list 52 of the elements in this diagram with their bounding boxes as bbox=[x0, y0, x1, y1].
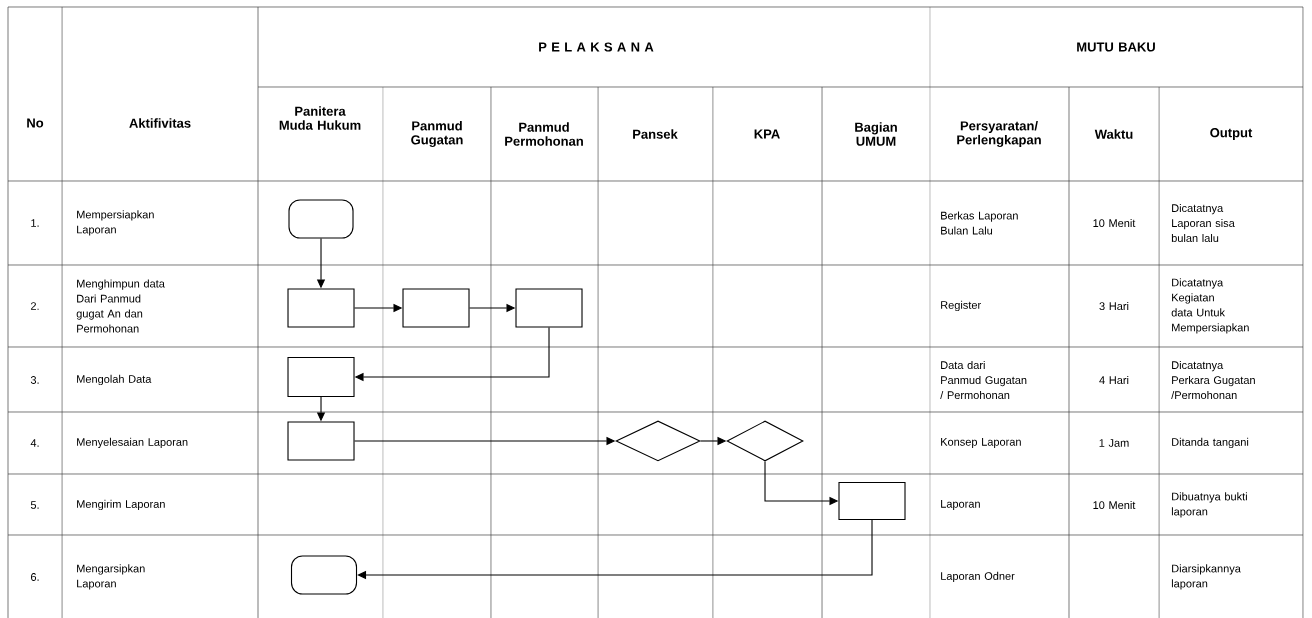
activity-text: Mengirim Laporan bbox=[77, 499, 165, 511]
duration-text: 3 Hari bbox=[1099, 301, 1129, 311]
output-text: Diarsipkannya laporan bbox=[1171, 564, 1241, 590]
arrow bbox=[357, 519, 873, 580]
output-text: Ditanda tangani bbox=[1172, 437, 1249, 449]
requirement-text: Laporan Odner bbox=[941, 571, 1015, 583]
row-number: 1. bbox=[31, 219, 39, 227]
requirement-text: Register bbox=[941, 300, 981, 312]
process-box bbox=[515, 288, 583, 328]
requirement-text: Konsep Laporan bbox=[941, 438, 1021, 448]
row-number: 4. bbox=[30, 439, 39, 447]
duration-text: 10 Menit bbox=[1093, 500, 1136, 510]
requirement-text: Berkas Laporan Bulan Lalu bbox=[941, 211, 1018, 235]
duration-text: 4 Hari bbox=[1099, 375, 1129, 385]
requirement-text: Data dari Panmud Gugatan / Permohonan bbox=[940, 360, 1027, 400]
activity-text: Mengolah Data bbox=[77, 374, 152, 386]
column-header: Panitera Muda Hukum bbox=[279, 106, 361, 130]
row-number: 2. bbox=[31, 302, 39, 310]
process-box bbox=[287, 356, 355, 398]
row-number: 5. bbox=[30, 501, 39, 509]
column-header: KPA bbox=[754, 129, 780, 139]
activity-text: Menghimpun data Dari Panmud gugat An dan Permohonan bbox=[76, 279, 165, 333]
requirement-text: Laporan bbox=[941, 500, 980, 510]
process-box bbox=[287, 421, 355, 461]
process-box bbox=[287, 288, 355, 328]
group-header: P E L A K S A N A bbox=[539, 42, 654, 52]
output-text: Dibuatnya bukti laporan bbox=[1171, 492, 1247, 518]
activity-text: Mengarsipkan Laporan bbox=[77, 564, 145, 590]
output-text: Dicatatnya Perkara Gugatan /Permohonan bbox=[1171, 360, 1255, 400]
column-header: Waktu bbox=[1094, 129, 1133, 139]
output-text: Dicatatnya Laporan sisa bulan lalu bbox=[1171, 203, 1235, 243]
decision-diamond bbox=[726, 420, 804, 462]
column-header: No bbox=[27, 118, 44, 128]
activity-text: Menyelesaian Laporan bbox=[77, 437, 188, 449]
activity-text: Mempersiapkan Laporan bbox=[77, 210, 154, 236]
process-box bbox=[838, 481, 906, 521]
column-header: Output bbox=[1210, 128, 1253, 140]
column-header: Pansek bbox=[633, 129, 678, 139]
row-number: 3. bbox=[30, 376, 39, 384]
duration-text: 1 Jam bbox=[1099, 439, 1129, 447]
column-header: Persyaratan/ Perlengkapan bbox=[957, 120, 1041, 148]
process-box bbox=[402, 288, 470, 328]
row-number: 6. bbox=[31, 573, 39, 581]
terminator-shape bbox=[290, 555, 358, 595]
column-header: Bagian UMUM bbox=[855, 122, 897, 146]
terminator-shape bbox=[288, 199, 354, 239]
group-header: MUTU BAKU bbox=[1077, 42, 1155, 52]
column-header: Panmud Gugatan bbox=[411, 120, 463, 148]
column-header: Aktifivitas bbox=[129, 118, 191, 128]
column-header: Panmud Permohonan bbox=[505, 122, 583, 146]
duration-text: 10 Menit bbox=[1093, 218, 1136, 228]
output-text: Dicatatnya Kegiatan data Untuk Mempersiapkan bbox=[1171, 278, 1249, 334]
